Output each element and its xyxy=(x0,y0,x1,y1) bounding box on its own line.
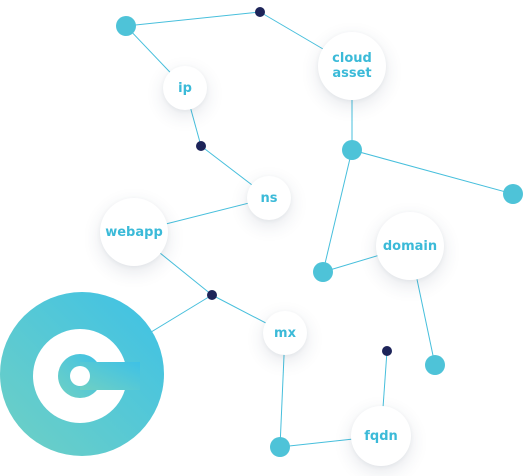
edge xyxy=(351,149,514,195)
node-fqdn-label: fqdn xyxy=(364,428,398,444)
node-ns-label: ns xyxy=(260,190,278,206)
node-domain[interactable]: domain xyxy=(376,212,444,280)
node-cloud-asset[interactable]: cloud asset xyxy=(318,32,386,100)
node-mx[interactable]: mx xyxy=(263,311,307,355)
node-fqdn[interactable]: fqdn xyxy=(351,406,411,466)
teal-node-dot xyxy=(270,437,290,457)
dots xyxy=(116,7,523,457)
teal-node-dot xyxy=(313,262,333,282)
node-webapp-label: webapp xyxy=(105,224,163,240)
teal-node-dot xyxy=(116,16,136,36)
node-ip-label: ip xyxy=(178,80,192,96)
node-cloud-asset-label: cloud asset xyxy=(332,51,372,81)
node-ns[interactable]: ns xyxy=(247,176,291,220)
dark-node-dot xyxy=(207,290,217,300)
c-logo-icon xyxy=(0,292,164,456)
node-webapp[interactable]: webapp xyxy=(100,198,168,266)
teal-node-dot xyxy=(503,184,523,204)
edge xyxy=(322,149,353,273)
node-ip[interactable]: ip xyxy=(163,66,207,110)
teal-node-dot xyxy=(342,140,362,160)
dark-node-dot xyxy=(382,346,392,356)
edge xyxy=(125,11,261,27)
node-mx-label: mx xyxy=(274,325,296,341)
teal-node-dot xyxy=(425,355,445,375)
node-domain-label: domain xyxy=(382,238,438,254)
dark-node-dot xyxy=(255,7,265,17)
dark-node-dot xyxy=(196,141,206,151)
